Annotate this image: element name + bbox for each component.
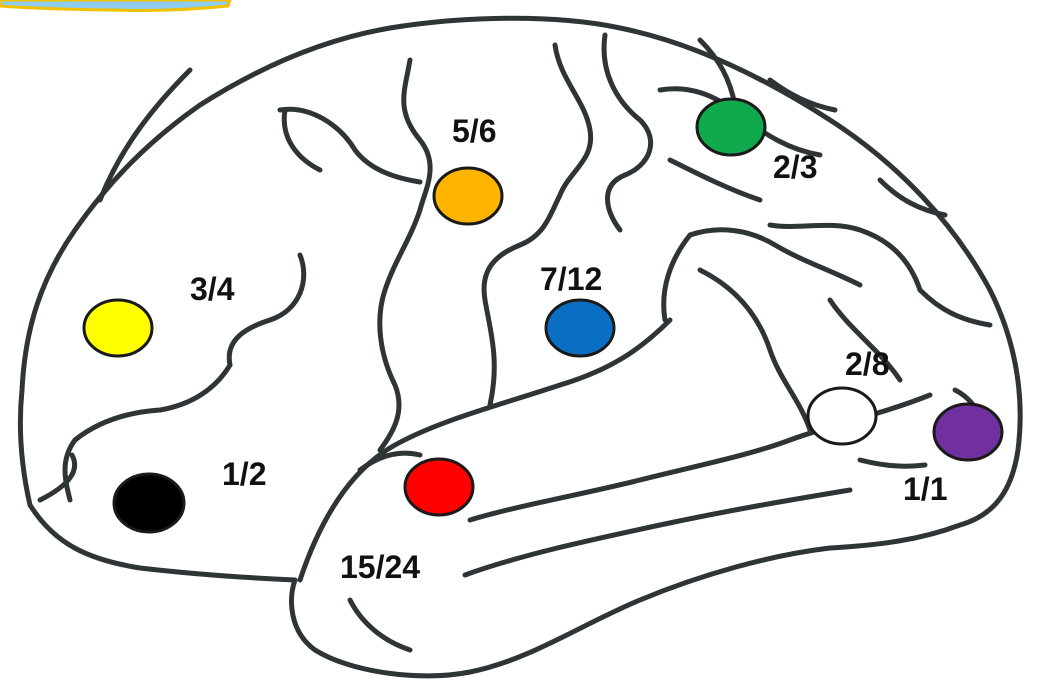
region-dot-yellow [82, 298, 154, 358]
region-label-orange: 5/6 [452, 113, 496, 149]
region-dot-blue [544, 298, 616, 358]
region-dot-white [806, 386, 878, 446]
region-label-black: 1/2 [222, 456, 266, 492]
region-label-white: 2/8 [845, 346, 889, 382]
region-markers: 3/4 1/2 5/6 7/12 2/3 15/24 2/8 1/1 [82, 97, 1004, 585]
brain-outline [17, 15, 1023, 679]
region-label-yellow: 3/4 [190, 271, 235, 307]
region-label-red: 15/24 [340, 549, 420, 585]
region-label-blue: 7/12 [540, 261, 602, 297]
region-dot-purple [932, 402, 1004, 462]
region-dot-black [112, 472, 186, 534]
cropped-heading-fragment [0, 0, 232, 12]
region-label-green: 2/3 [773, 149, 817, 185]
region-dot-orange [432, 166, 504, 226]
region-dot-green [695, 97, 767, 157]
region-label-purple: 1/1 [903, 471, 947, 507]
region-dot-red [403, 457, 475, 517]
